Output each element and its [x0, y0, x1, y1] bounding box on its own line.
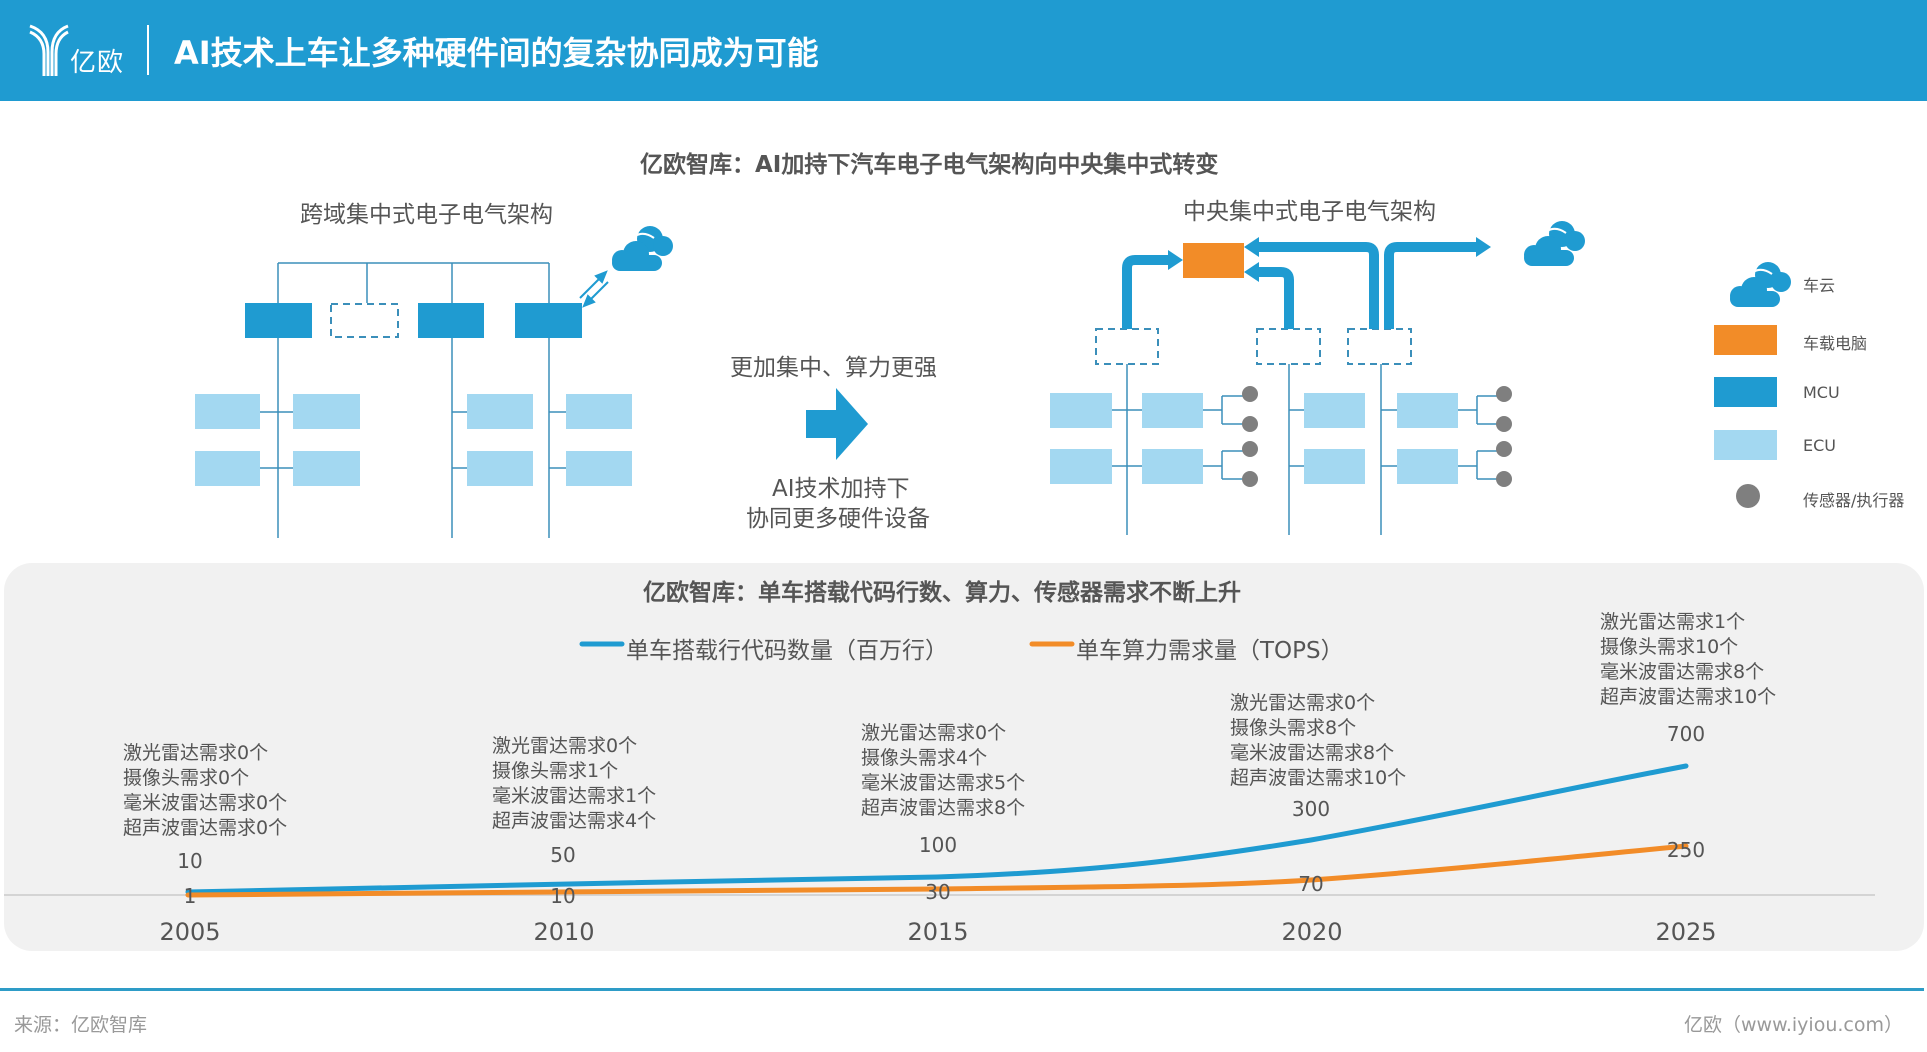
virtual-mcu-box: [1256, 328, 1321, 365]
legend-label-sensor: 传感器/执行器: [1803, 491, 1905, 510]
legend-label-cloud: 车云: [1803, 276, 1836, 295]
legend-label-ecu: ECU: [1803, 436, 1836, 455]
value-label-blue: 100: [918, 833, 958, 857]
logo-text: 亿欧: [70, 48, 125, 78]
legend-label-lines-of-code: 单车搭载行代码数量（百万行）: [626, 638, 948, 664]
x-tick: 2025: [1655, 918, 1717, 946]
cloud-icon: [612, 226, 673, 271]
legend-sensor-dot: [1736, 484, 1760, 508]
annotation-2020: 激光雷达需求0个摄像头需求8个 毫米波雷达需求8个超声波雷达需求10个: [1230, 692, 1407, 789]
source-text: 来源：亿欧智库: [14, 1014, 148, 1036]
cloud-icon: [1524, 221, 1585, 266]
legend-label-mcu: MCU: [1803, 383, 1840, 402]
legend-label-onboard-computer: 车载电脑: [1803, 334, 1868, 353]
left-diagram-title: 跨域集中式电子电气架构: [300, 202, 553, 228]
diagram-title: 亿欧智库：AI加持下汽车电子电气架构向中央集中式转变: [640, 152, 1219, 178]
yiou-logo-icon: [29, 24, 69, 76]
value-label-orange: 250: [1666, 838, 1706, 862]
annotation-2010: 激光雷达需求0个摄像头需求1个 毫米波雷达需求1个超声波雷达需求4个: [492, 735, 657, 832]
legend-mcu-swatch: [1714, 377, 1777, 407]
transition-arrow-icon: [806, 388, 868, 460]
footer-divider: [0, 988, 1924, 991]
value-label-orange: 30: [925, 880, 951, 904]
x-tick: 2015: [907, 918, 969, 946]
x-tick: 2010: [533, 918, 595, 946]
chart-title: 亿欧智库：单车搭载代码行数、算力、传感器需求不断上升: [643, 580, 1241, 606]
value-label-blue: 50: [550, 843, 576, 867]
mcu-box: [515, 303, 582, 338]
legend-onboard-computer-swatch: [1714, 325, 1777, 355]
header-bar: 亿欧 AI技术上车让多种硬件间的复杂协同成为可能: [0, 0, 1927, 101]
annotation-2015: 激光雷达需求0个摄像头需求4个 毫米波雷达需求5个超声波雷达需求8个: [861, 722, 1026, 819]
annotation-2025: 激光雷达需求1个摄像头需求10个 毫米波雷达需求8个超声波雷达需求10个: [1600, 611, 1777, 708]
virtual-mcu-box: [330, 303, 399, 338]
series-compute-tops: [185, 843, 1689, 898]
legend-ecu-swatch: [1714, 430, 1777, 460]
site-link[interactable]: 亿欧（www.iyiou.com）: [1683, 1014, 1903, 1036]
header-divider: [147, 25, 149, 75]
page-title: AI技术上车让多种硬件间的复杂协同成为可能: [174, 34, 819, 72]
series-lines-of-code: [185, 763, 1689, 895]
mcu-box: [418, 303, 484, 338]
annotation-2005: 激光雷达需求0个摄像头需求0个 毫米波雷达需求0个超声波雷达需求0个: [123, 742, 288, 839]
middle-bottom-text-2: 协同更多硬件设备: [746, 506, 930, 532]
value-label-orange: 1: [183, 884, 197, 908]
middle-top-text: 更加集中、算力更强: [730, 355, 937, 381]
x-tick: 2020: [1281, 918, 1343, 946]
left-architecture-diagram: [195, 221, 1791, 538]
virtual-mcu-box: [1347, 328, 1412, 365]
value-label-orange: 10: [550, 884, 576, 908]
legend-cloud-icon: [1730, 262, 1791, 307]
mcu-box: [245, 303, 312, 338]
right-diagram-title: 中央集中式电子电气架构: [1183, 199, 1436, 225]
value-label-blue: 700: [1666, 722, 1706, 746]
legend-label-compute: 单车算力需求量（TOPS）: [1076, 638, 1344, 664]
x-tick: 2005: [159, 918, 221, 946]
onboard-computer-box: [1183, 243, 1244, 278]
value-label-blue: 300: [1291, 797, 1331, 821]
value-label-blue: 10: [177, 849, 203, 873]
middle-bottom-text-1: AI技术加持下: [772, 476, 910, 502]
value-label-orange: 70: [1298, 872, 1324, 896]
